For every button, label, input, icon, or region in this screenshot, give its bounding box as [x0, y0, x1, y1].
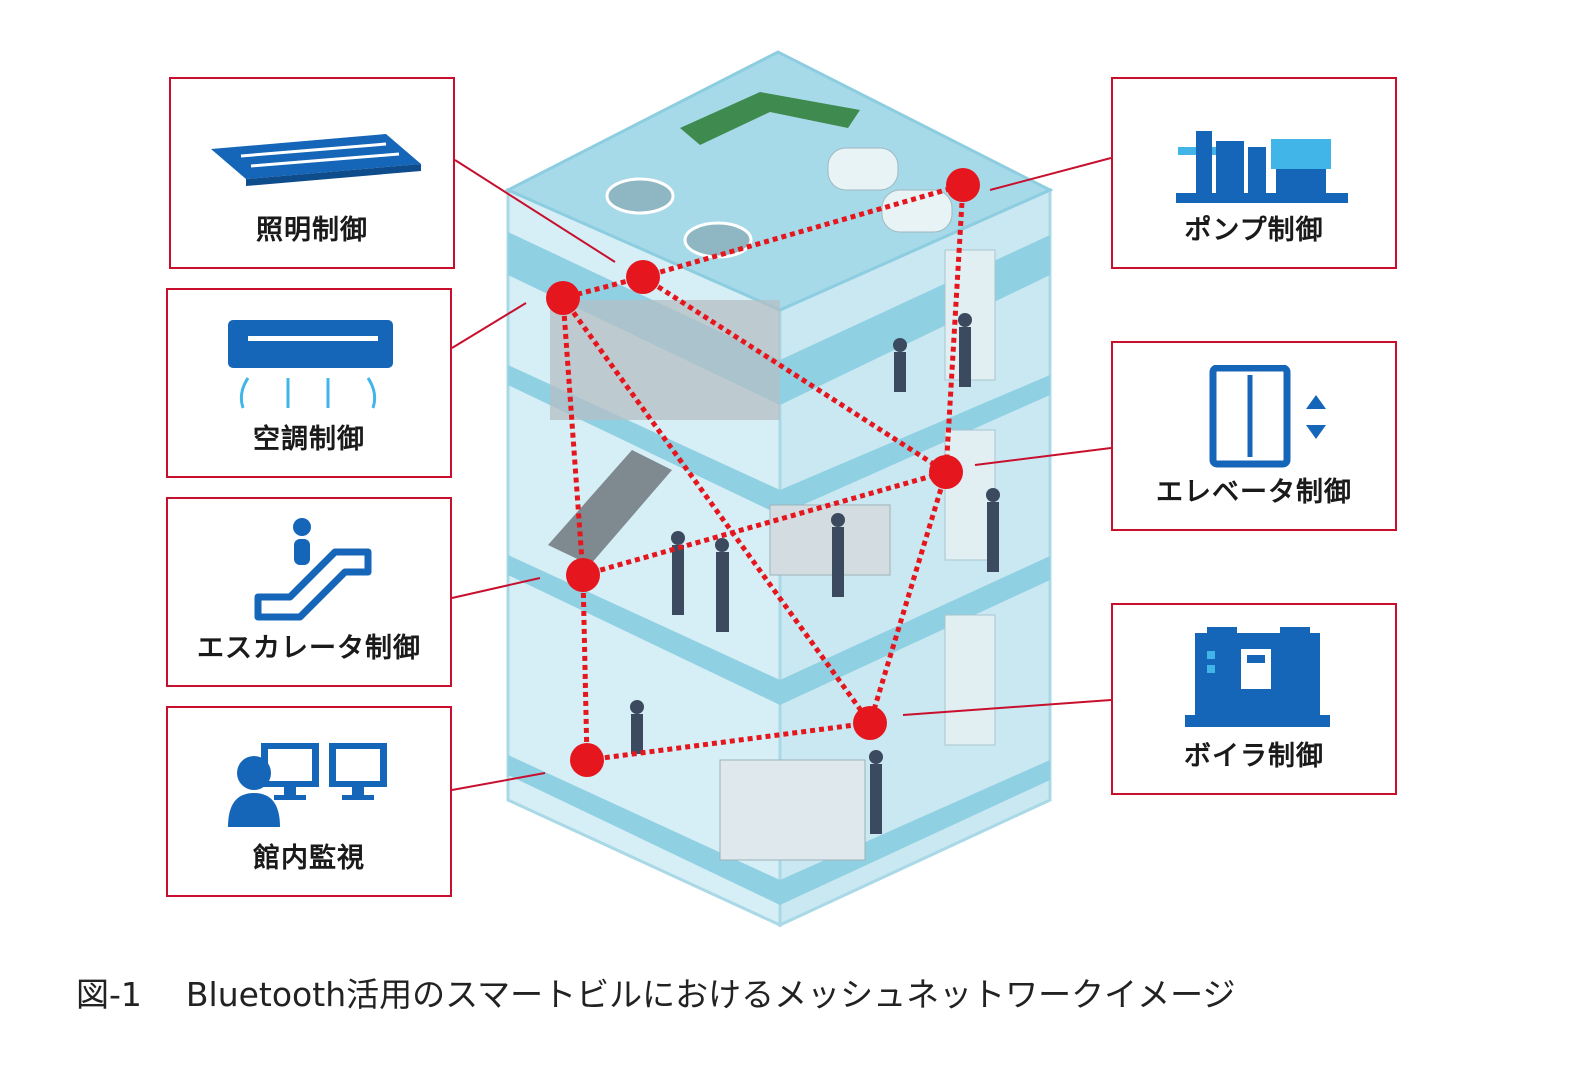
callout-escalator — [451, 577, 541, 599]
mesh-node-a — [626, 260, 660, 294]
mesh-link-eg — [580, 574, 590, 761]
floor-slab-3 — [508, 365, 1050, 515]
device-box-monitoring: 館内監視 — [166, 706, 452, 897]
elevator-icon — [1209, 365, 1326, 468]
mesh-link-df — [867, 471, 949, 724]
mesh-link-gf — [586, 720, 871, 763]
callout-lighting — [454, 159, 616, 263]
device-label-pump: ポンプ制御 — [1184, 215, 1324, 246]
figure-caption: 図-1 Bluetooth活用のスマートビルにおけるメッシュネットワークイメージ — [76, 968, 1235, 1016]
device-box-boiler: ボイラ制御 — [1111, 603, 1397, 795]
rooftop-garden — [680, 92, 860, 145]
device-label-boiler: ボイラ制御 — [1184, 741, 1324, 772]
device-box-escalator: エスカレータ制御 — [166, 497, 452, 687]
device-box-air-conditioning: 空調制御 — [166, 288, 452, 478]
device-label-monitoring: 館内監視 — [253, 843, 365, 874]
escalator-icon — [254, 518, 372, 621]
boiler-equipment — [719, 759, 866, 861]
mesh-node-g — [570, 743, 604, 777]
roof-fan-2 — [683, 221, 753, 259]
reception-counter — [769, 504, 891, 576]
mesh-link-ce — [560, 297, 586, 576]
device-label-air-conditioning: 空調制御 — [253, 424, 365, 455]
mesh-node-d — [929, 455, 963, 489]
callout-air-conditioning — [451, 302, 527, 349]
mesh-link-ed — [582, 469, 947, 578]
people — [630, 313, 1000, 834]
roof-unit-2 — [881, 189, 953, 233]
floor-slab-2 — [508, 555, 1050, 705]
air-conditioner-icon — [228, 320, 393, 409]
device-label-elevator: エレベータ制御 — [1156, 477, 1352, 508]
pump-icon — [1176, 131, 1348, 203]
device-box-elevator: エレベータ制御 — [1111, 341, 1397, 531]
elevator-door-lower — [944, 614, 996, 746]
mesh-link-cf — [560, 296, 873, 725]
mesh-node-b — [946, 168, 980, 202]
building-roof — [504, 50, 1054, 312]
mesh-link-bd — [943, 184, 966, 473]
figure-title: Bluetooth活用のスマートビルにおけるメッシュネットワークイメージ — [185, 975, 1236, 1014]
roof-unit-1 — [827, 147, 899, 191]
callout-boiler — [902, 699, 1112, 716]
device-label-lighting: 照明制御 — [256, 215, 368, 246]
device-box-pump: ポンプ制御 — [1111, 77, 1397, 269]
office-partitions — [550, 300, 780, 420]
boiler-icon — [1185, 627, 1330, 727]
device-box-lighting: 照明制御 — [169, 77, 455, 269]
mesh-node-c — [546, 281, 580, 315]
floor-slab-1 — [508, 755, 1050, 905]
mesh-node-f — [853, 706, 887, 740]
callout-monitoring — [451, 772, 546, 791]
mesh-node-e — [566, 558, 600, 592]
mesh-link-ad — [641, 274, 948, 475]
mesh-link-ab — [642, 182, 964, 280]
callout-pump — [989, 157, 1112, 191]
ceiling-light-icon — [211, 134, 421, 186]
roof-fan-1 — [605, 177, 675, 215]
callout-elevator — [974, 447, 1112, 466]
figure-number: 図-1 — [76, 975, 142, 1014]
monitoring-icon — [228, 743, 387, 827]
device-label-escalator: エスカレータ制御 — [197, 633, 421, 664]
